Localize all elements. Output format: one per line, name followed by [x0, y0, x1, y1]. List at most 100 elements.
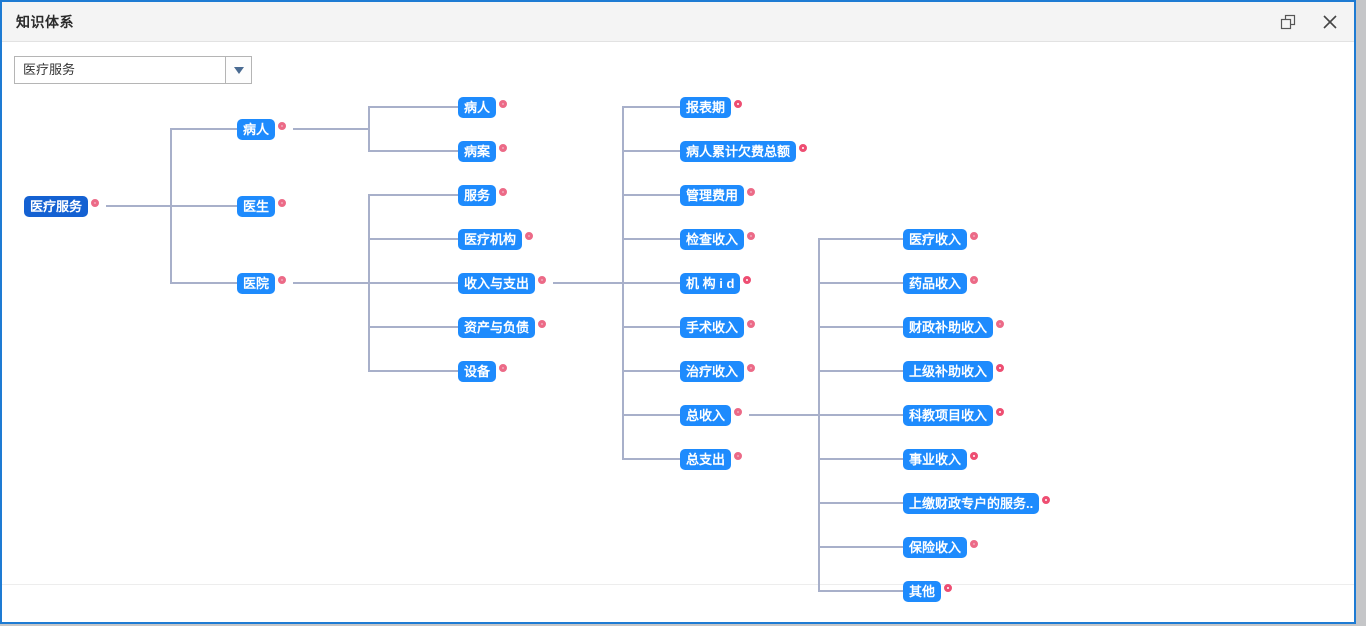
node-toggle-circle-zong-shouru[interactable] — [734, 408, 742, 416]
node-toggle-circle-baoxian-shouru[interactable] — [970, 540, 978, 548]
tree-connector — [553, 282, 622, 284]
chevron-down-icon — [234, 67, 244, 74]
tree-connector — [622, 458, 680, 460]
tree-node-zichan-fuzhai[interactable]: 资产与负债 — [458, 317, 535, 338]
tree-node-jigou-id[interactable]: 机 构 i d — [680, 273, 740, 294]
tree-node-yaopin-shouru[interactable]: 药品收入 — [903, 273, 967, 294]
tree-connector — [622, 326, 680, 328]
tree-node-root[interactable]: 医疗服务 — [24, 196, 88, 217]
tree-connector — [368, 238, 458, 240]
tree-node-fuwu[interactable]: 服务 — [458, 185, 496, 206]
tree-node-jiancha-shouru[interactable]: 检查收入 — [680, 229, 744, 250]
tree-connector — [368, 106, 458, 108]
tree-node-kejiao-xiangmu[interactable]: 科教项目收入 — [903, 405, 993, 426]
tree-node-yiliao-shouru[interactable]: 医疗收入 — [903, 229, 967, 250]
node-toggle-circle-qita[interactable] — [944, 584, 952, 592]
node-toggle-circle-shangjiao-fuwu[interactable] — [1042, 496, 1050, 504]
tree-connector — [622, 414, 680, 416]
node-toggle-circle-zong-zhichu[interactable] — [734, 452, 742, 460]
node-toggle-circle-bingren-1[interactable] — [278, 122, 286, 130]
titlebar: 知识体系 — [2, 2, 1354, 42]
tree-connector — [818, 546, 903, 548]
tree-connector — [368, 326, 458, 328]
tree-node-zong-shouru[interactable]: 总收入 — [680, 405, 731, 426]
tree-connector — [818, 590, 903, 592]
node-toggle-circle-bingan[interactable] — [499, 144, 507, 152]
node-toggle-circle-shangji-buzhu[interactable] — [996, 364, 1004, 372]
tree-node-zong-zhichu[interactable]: 总支出 — [680, 449, 731, 470]
window-controls — [1278, 12, 1340, 32]
tree-connector — [622, 194, 680, 196]
tree-node-shouru-zhichu[interactable]: 收入与支出 — [458, 273, 535, 294]
node-toggle-circle-shoushu-shouru[interactable] — [747, 320, 755, 328]
node-toggle-circle-shouru-zhichu[interactable] — [538, 276, 546, 284]
tree-connector — [622, 106, 680, 108]
tree-node-caizheng-buzhu[interactable]: 财政补助收入 — [903, 317, 993, 338]
node-toggle-circle-fuwu[interactable] — [499, 188, 507, 196]
node-toggle-circle-yiliao-jigou[interactable] — [525, 232, 533, 240]
tree-node-baoxian-shouru[interactable]: 保险收入 — [903, 537, 967, 558]
tree-connector — [293, 128, 368, 130]
category-combobox[interactable]: 医疗服务 — [14, 56, 252, 84]
tree-node-yiliao-jigou[interactable]: 医疗机构 — [458, 229, 522, 250]
node-toggle-circle-yaopin-shouru[interactable] — [970, 276, 978, 284]
node-toggle-circle-guanli-feiyong[interactable] — [747, 188, 755, 196]
node-toggle-circle-jiancha-shouru[interactable] — [747, 232, 755, 240]
tree-node-zhiliao-shouru[interactable]: 治疗收入 — [680, 361, 744, 382]
node-toggle-circle-shiye-shouru[interactable] — [970, 452, 978, 460]
node-toggle-circle-yiliao-shouru[interactable] — [970, 232, 978, 240]
node-toggle-circle-jigou-id[interactable] — [743, 276, 751, 284]
tree-node-qianfei-zonge[interactable]: 病人累计欠费总额 — [680, 141, 796, 162]
tree-node-yisheng[interactable]: 医生 — [237, 196, 275, 217]
tree-connector — [293, 282, 368, 284]
close-button[interactable] — [1320, 12, 1340, 32]
combobox-dropdown-button[interactable] — [225, 57, 251, 83]
node-toggle-circle-baobiaoqi[interactable] — [734, 100, 742, 108]
tree-node-shoushu-shouru[interactable]: 手术收入 — [680, 317, 744, 338]
tree-node-shangji-buzhu[interactable]: 上级补助收入 — [903, 361, 993, 382]
restore-window-button[interactable] — [1278, 12, 1298, 32]
tree-connector — [170, 128, 237, 130]
tree-connector — [106, 205, 170, 207]
tree-connector — [622, 282, 680, 284]
tree-connector — [818, 502, 903, 504]
tree-connector — [170, 205, 237, 207]
tree-connector — [622, 370, 680, 372]
tree-connector — [622, 238, 680, 240]
node-toggle-circle-shebei[interactable] — [499, 364, 507, 372]
node-toggle-circle-kejiao-xiangmu[interactable] — [996, 408, 1004, 416]
tree-connector — [368, 282, 458, 284]
tree-node-guanli-feiyong[interactable]: 管理费用 — [680, 185, 744, 206]
node-toggle-circle-caizheng-buzhu[interactable] — [996, 320, 1004, 328]
dialog-title: 知识体系 — [16, 12, 74, 32]
tree-connector — [368, 370, 458, 372]
dialog-content: 医疗服务 医疗服务病人医生医院病人病案服务医疗机构收入与支出资产与负债设备报表期… — [2, 43, 1354, 622]
tree-connector — [368, 150, 458, 152]
node-toggle-circle-zhiliao-shouru[interactable] — [747, 364, 755, 372]
tree-node-shiye-shouru[interactable]: 事业收入 — [903, 449, 967, 470]
node-toggle-circle-yiyuan[interactable] — [278, 276, 286, 284]
tree-connector — [818, 458, 903, 460]
tree-connector — [368, 194, 458, 196]
tree-connector — [818, 370, 903, 372]
tree-node-bingren-1[interactable]: 病人 — [237, 119, 275, 140]
tree-node-qita[interactable]: 其他 — [903, 581, 941, 602]
tree-connector — [818, 238, 903, 240]
node-toggle-circle-zichan-fuzhai[interactable] — [538, 320, 546, 328]
tree-node-baobiaoqi[interactable]: 报表期 — [680, 97, 731, 118]
node-toggle-circle-bingren-2[interactable] — [499, 100, 507, 108]
node-toggle-circle-yisheng[interactable] — [278, 199, 286, 207]
tree-node-yiyuan[interactable]: 医院 — [237, 273, 275, 294]
node-toggle-circle-root[interactable] — [91, 199, 99, 207]
tree-node-bingren-2[interactable]: 病人 — [458, 97, 496, 118]
tree-connector — [818, 414, 903, 416]
close-icon — [1322, 14, 1338, 30]
node-toggle-circle-qianfei-zonge[interactable] — [799, 144, 807, 152]
tree-connector — [818, 282, 903, 284]
tree-connector — [170, 282, 237, 284]
tree-node-bingan[interactable]: 病案 — [458, 141, 496, 162]
tree-node-shangjiao-fuwu[interactable]: 上缴财政专户的服务.. — [903, 493, 1039, 514]
tree-connector — [622, 150, 680, 152]
tree-node-shebei[interactable]: 设备 — [458, 361, 496, 382]
